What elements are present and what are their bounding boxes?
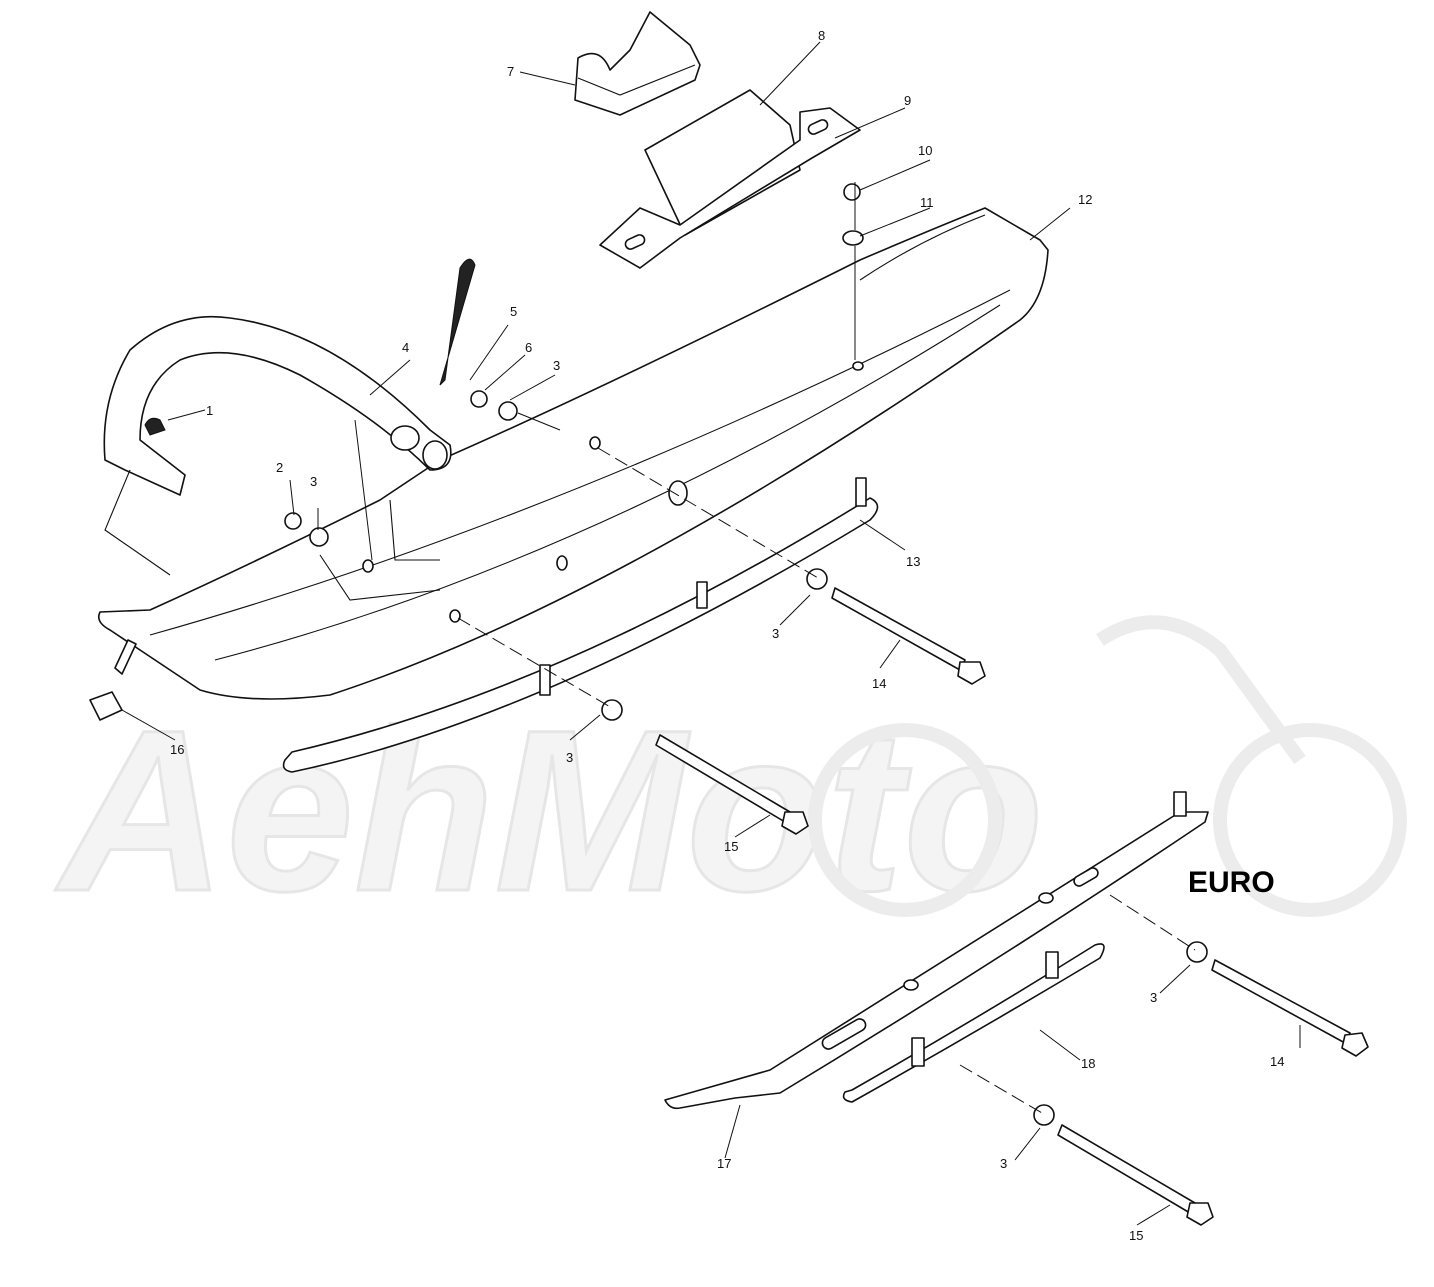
callout-3: 3 [310, 474, 317, 489]
ski-body [97, 207, 1049, 700]
callout-7: 7 [507, 64, 514, 79]
ski-hole [362, 559, 374, 573]
callout-5: 5 [510, 304, 517, 319]
callout-11: 11 [920, 195, 934, 210]
wear-bar-stud [539, 664, 551, 696]
callout-3: 3 [566, 750, 573, 765]
ski-mount-plate [599, 107, 861, 269]
bolt-14 [806, 568, 986, 685]
callout-6: 6 [525, 340, 532, 355]
callout-14: 14 [872, 676, 886, 691]
ski-hole [852, 361, 864, 371]
callout-2: 2 [276, 460, 283, 475]
callout-14: 14 [1270, 1054, 1284, 1069]
callout-17: 17 [717, 1156, 731, 1171]
watermark-text: AehMoto [55, 682, 1044, 939]
ski-loop-handle [103, 315, 452, 496]
washer-3 [498, 401, 518, 421]
callout-12: 12 [1078, 192, 1092, 207]
wear-bar-stud [696, 581, 708, 609]
euro-stud [1045, 951, 1059, 979]
callout-3: 3 [1150, 990, 1157, 1005]
ski-hole [449, 609, 461, 623]
callout-18: 18 [1081, 1056, 1095, 1071]
callout-10: 10 [918, 143, 932, 158]
ski-hole [556, 555, 568, 571]
ski-assembly [89, 11, 1049, 835]
euro-label: EURO [1188, 866, 1275, 899]
callout-9: 9 [904, 93, 911, 108]
callout-15: 15 [1129, 1228, 1143, 1243]
callout-8: 8 [818, 28, 825, 43]
callout-13: 13 [906, 554, 920, 569]
callouts: 1 2 3 4 5 6 3 7 8 9 10 11 12 13 3 14 3 1… [121, 28, 1301, 1243]
ski-wear-bar [282, 497, 879, 773]
euro-wear-bar [842, 943, 1105, 1103]
euro-bolt-15 [1033, 1104, 1214, 1226]
ski-hole [589, 436, 601, 450]
euro-bolt-14 [1186, 941, 1369, 1057]
euro-stud [1173, 791, 1187, 817]
callout-16: 16 [170, 742, 184, 757]
callout-1: 1 [206, 403, 213, 418]
nut-6 [470, 390, 488, 408]
washer-11 [842, 230, 864, 246]
callout-3: 3 [772, 626, 779, 641]
euro-variant: EURO [664, 791, 1369, 1226]
wear-bar-stud [855, 477, 867, 507]
watermark-motorcycle-icon [808, 615, 1407, 917]
washer-3 [309, 527, 329, 547]
ski-hole [668, 480, 688, 506]
callout-15: 15 [724, 839, 738, 854]
ski-rubber-block [574, 11, 701, 116]
callout-3: 3 [553, 358, 560, 373]
callout-4: 4 [402, 340, 409, 355]
bolt-16 [89, 639, 137, 721]
cotter-pin [439, 258, 476, 386]
nut-10 [843, 183, 861, 201]
callout-3: 3 [1000, 1156, 1007, 1171]
watermark: AehMoto [54, 615, 1407, 941]
nut-2 [284, 512, 302, 530]
euro-stud [911, 1037, 925, 1067]
ski-loop-plug [144, 417, 166, 436]
